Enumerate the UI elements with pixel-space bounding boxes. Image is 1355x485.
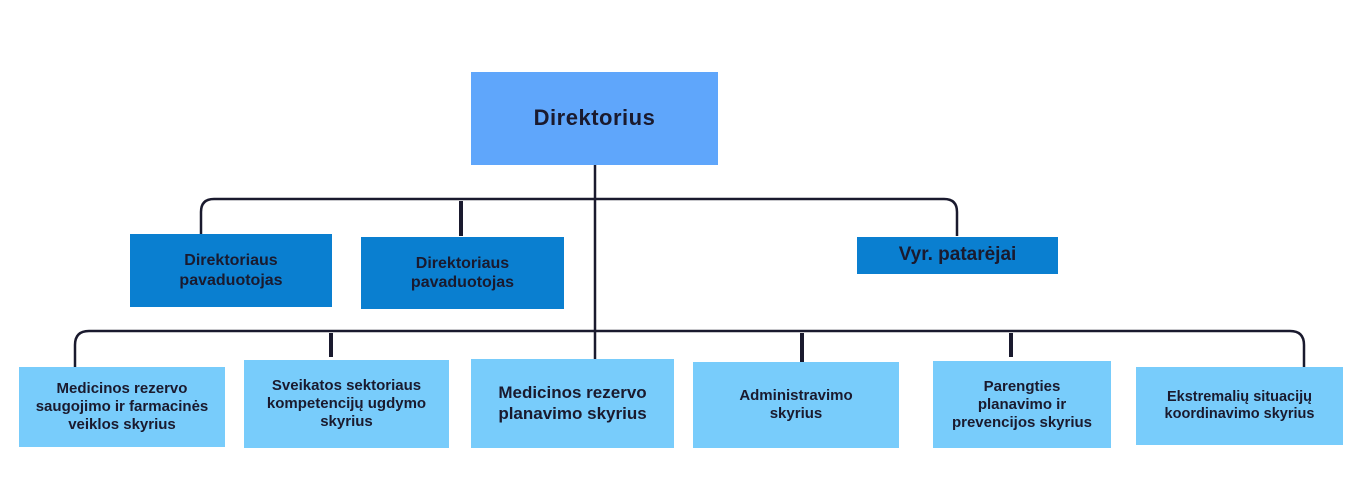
division-label: Medicinos rezervo saugojimo ir farmacinė…	[35, 380, 209, 433]
division-label: Ekstremalių situacijų koordinavimo skyri…	[1164, 388, 1315, 422]
division-label: Parengties planavimo ir prevencijos skyr…	[951, 377, 1093, 431]
advisors-label: Vyr. patarėjai	[898, 244, 1017, 266]
division-box-5: Parengties planavimo ir prevencijos skyr…	[933, 361, 1111, 448]
deputy-box-1: Direktoriaus pavaduotojas	[130, 234, 332, 307]
lower-bracket-line	[73, 329, 1306, 367]
division-box-1: Medicinos rezervo saugojimo ir farmacinė…	[19, 367, 225, 447]
upper-bracket-line	[199, 197, 959, 236]
deputy-box-2: Direktoriaus pavaduotojas	[361, 237, 564, 309]
division-box-2: Sveikatos sektoriaus kompetencijų ugdymo…	[244, 360, 449, 448]
deputy-label: Direktoriaus pavaduotojas	[179, 252, 283, 289]
division-label: Medicinos rezervo planavimo skyrius	[498, 383, 647, 423]
division-label: Sveikatos sektoriaus kompetencijų ugdymo…	[266, 377, 427, 430]
director-box: Direktorius	[471, 72, 718, 165]
division-box-3: Medicinos rezervo planavimo skyrius	[471, 359, 674, 448]
deputy-label: Direktoriaus pavaduotojas	[410, 254, 515, 291]
division-box-4: Administravimo skyrius	[693, 362, 899, 448]
advisors-box: Vyr. patarėjai	[857, 237, 1058, 274]
division-label: Administravimo skyrius	[739, 387, 853, 422]
division-box-6: Ekstremalių situacijų koordinavimo skyri…	[1136, 367, 1343, 445]
director-label: Direktorius	[533, 105, 656, 131]
